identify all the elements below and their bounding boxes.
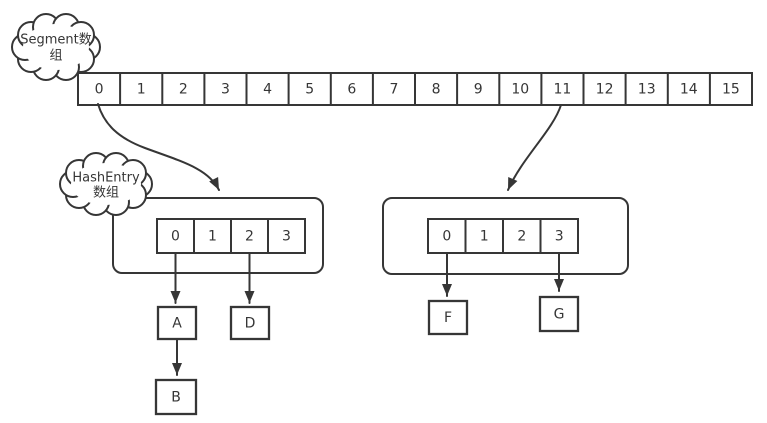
node-a-label: A [172,316,182,332]
arrow-segment-0-to-left-bucket [97,103,220,191]
right-bucket: 0 1 2 3 [382,197,629,275]
segment-array-cell-4: 4 [263,82,272,98]
segment-cloud-label-line2: 组 [49,49,62,64]
node-f: F [427,299,469,336]
segment-array-cell-7: 7 [389,82,398,98]
segment-array-cell-15: 15 [722,82,740,98]
node-g-box [538,295,580,333]
segment-array-cell-6: 6 [347,82,356,98]
node-f-label: F [444,310,452,326]
node-a: A [156,305,198,341]
left-hashentry-array-grid [193,219,269,253]
hashentry-cloud: HashEntry 数组 [59,152,153,216]
right-hashentry-array-grid [464,219,542,253]
segment-array-cell-5: 5 [305,82,314,98]
node-f-box [427,299,469,336]
segment-array-cell-14: 14 [680,82,698,98]
segment-cloud-label-line1: Segment数 [20,33,92,48]
node-d-box [229,305,271,341]
node-a-box [156,305,198,341]
node-b-label: B [171,390,181,406]
left-hashentry-cell-3: 3 [282,229,291,245]
segment-array-cell-0: 0 [95,82,104,98]
segment-array-grid [119,73,711,105]
node-b-box [154,378,198,416]
segment-array-cell-8: 8 [432,82,441,98]
right-hashentry-cell-0: 0 [442,229,451,245]
right-hashentry-cell-1: 1 [480,229,489,245]
node-g-label: G [554,307,565,323]
segment-cloud: Segment数 组 [11,13,101,81]
segment-array-cell-11: 11 [553,82,571,98]
left-bucket: 0 1 2 3 [112,197,324,274]
left-hashentry-cell-0: 0 [171,229,180,245]
node-b: B [154,378,198,416]
hashentry-cloud-label-line1: HashEntry [72,171,140,186]
left-hashentry-cell-2: 2 [245,229,254,245]
segment-array-cell-3: 3 [221,82,230,98]
right-hashentry-cell-3: 3 [555,229,564,245]
segment-array-cell-10: 10 [511,82,529,98]
segment-array: 0 1 2 3 4 5 6 7 8 9 10 11 12 13 14 15 [77,72,753,106]
node-d: D [229,305,271,341]
left-hashentry-cell-1: 1 [208,229,217,245]
segment-array-cell-12: 12 [596,82,614,98]
segment-array-cell-13: 13 [638,82,656,98]
segment-array-cell-1: 1 [137,82,146,98]
segment-array-cell-2: 2 [179,82,188,98]
arrow-segment-11-to-right-bucket [507,104,562,191]
node-g: G [538,295,580,333]
segment-array-cell-9: 9 [474,82,483,98]
hashentry-cloud-label-line2: 数组 [93,186,119,201]
node-d-label: D [245,316,256,332]
right-hashentry-cell-2: 2 [517,229,526,245]
